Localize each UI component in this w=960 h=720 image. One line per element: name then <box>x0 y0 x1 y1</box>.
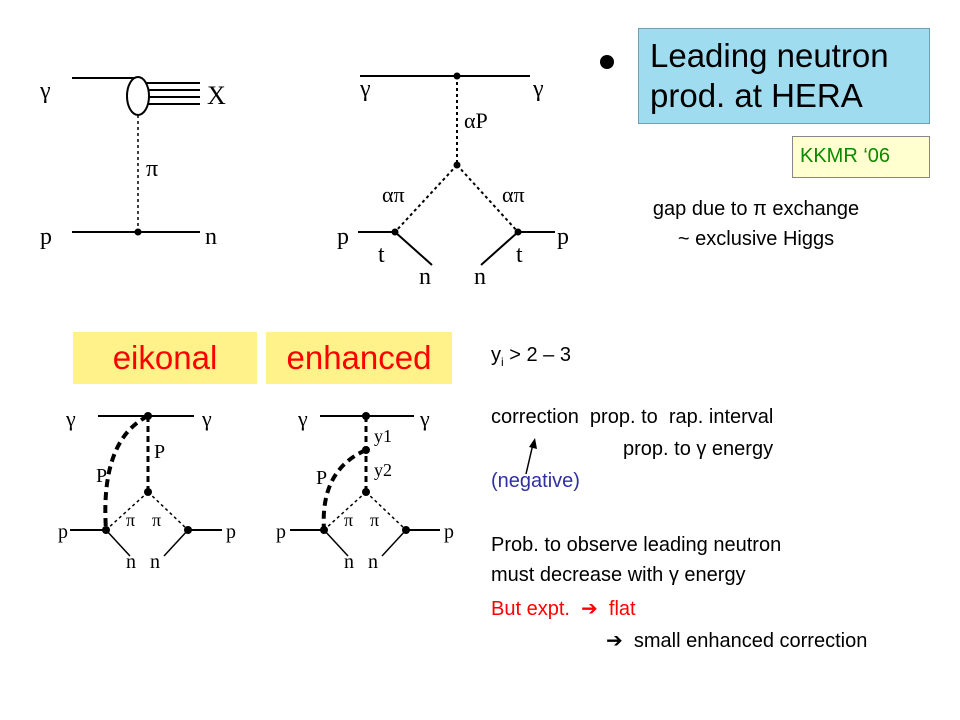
d1-p-label: p <box>40 224 52 250</box>
d1-pi-label: π <box>146 156 158 182</box>
enhanced-label-box: enhanced <box>266 332 452 384</box>
d2-t-right: t <box>516 242 523 268</box>
enhanced-label: enhanced <box>286 339 432 376</box>
experiment-line: But expt. ➔ flat <box>491 598 636 620</box>
gap-note-line2: ~ exclusive Higgs <box>677 228 835 250</box>
d1-n-label: n <box>205 224 217 250</box>
d2-p-right: p <box>557 224 569 250</box>
d2-alpha-pi-left: απ <box>382 182 405 207</box>
enh-n-left: n <box>344 551 354 573</box>
eik-gamma-left: γ <box>65 406 76 431</box>
eikonal-diagram: γ γ P P π π p p n n <box>58 406 236 573</box>
bullet-dot-icon <box>600 55 614 69</box>
eikonal-label-box: eikonal <box>73 332 257 384</box>
eik-p-right: p <box>226 521 236 543</box>
prob-line1: Prob. to observe leading neutron <box>491 534 782 556</box>
up-arrow-icon <box>525 438 537 475</box>
eik-pomeron-label: P <box>154 441 165 463</box>
d2-t-left: t <box>378 242 385 268</box>
eik-gamma-right: γ <box>201 406 212 431</box>
enhanced-diagram: γ γ y1 y2 P π π p p n n <box>276 406 454 573</box>
enh-pi-left: π <box>344 510 353 530</box>
reference-box <box>792 136 930 178</box>
enh-pi-right: π <box>370 510 379 530</box>
prob-line2: must decrease with γ energy <box>491 564 746 586</box>
d2-n-right: n <box>474 264 486 290</box>
title-box <box>638 28 930 124</box>
d2-alpha-pi-right: απ <box>502 182 525 207</box>
d2-gamma-left: γ <box>359 76 371 102</box>
rapidity-condition: yi > 2 – 3 <box>491 344 571 369</box>
enh-p-left: p <box>276 521 286 543</box>
enh-y2-label: y2 <box>374 460 392 480</box>
enh-gamma-right: γ <box>419 406 430 431</box>
eik-n-right: n <box>150 551 160 573</box>
reference-label: KKMR ‘06 <box>800 145 891 167</box>
triple-regge-diagram: γ γ αP απ απ p p t t n n <box>337 72 569 290</box>
enh-y1-label: y1 <box>374 426 392 446</box>
negative-note: (negative) <box>491 470 580 492</box>
d1-gamma-label: γ <box>39 78 51 104</box>
eik-pi-right: π <box>152 510 161 530</box>
correction-line1: correction prop. to rap. interval <box>491 406 774 428</box>
enh-n-right: n <box>368 551 378 573</box>
pion-exchange-diagram: γ X π p n <box>39 76 226 250</box>
eik-pomeron-big-label: P <box>96 465 107 487</box>
enh-gamma-left: γ <box>297 406 308 431</box>
slide-title: Leading neutron prod. at HERA <box>650 37 889 114</box>
conclusion-line: ➔ small enhanced correction <box>606 630 868 652</box>
correction-line2: prop. to γ energy <box>623 438 774 460</box>
d2-alpha-pomeron: αP <box>464 108 488 133</box>
eikonal-label: eikonal <box>112 339 218 376</box>
d2-n-left: n <box>419 264 431 290</box>
gap-note-line1: gap due to π exchange <box>652 198 860 220</box>
eik-pi-left: π <box>126 510 135 530</box>
enh-p-right: p <box>444 521 454 543</box>
d2-gamma-right: γ <box>532 76 544 102</box>
d1-x-label: X <box>207 81 226 110</box>
eik-n-left: n <box>126 551 136 573</box>
eik-p-left: p <box>58 521 68 543</box>
enh-pomeron-label: P <box>316 467 327 489</box>
d2-p-left: p <box>337 224 349 250</box>
